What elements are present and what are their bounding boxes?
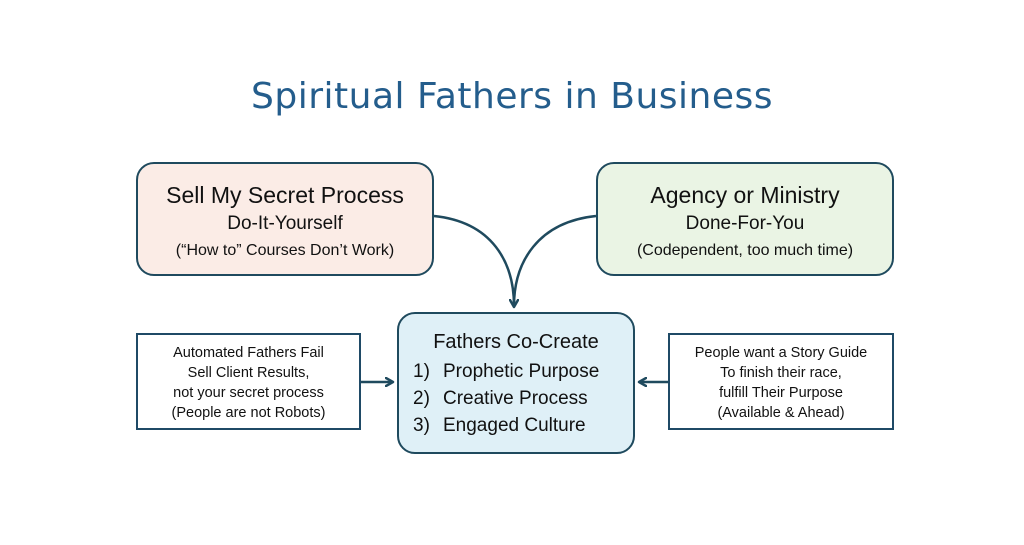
co-create-list: 1) Prophetic Purpose 2) Creative Process 3…: [399, 358, 633, 439]
automated-fathers-line: Automated Fathers Fail: [173, 345, 324, 361]
dfy-box: Agency or Ministry Done-For-You (Codepen…: [596, 162, 894, 276]
list-item-label: Engaged Culture: [443, 415, 586, 436]
list-item-number: 3): [413, 415, 430, 436]
automated-fathers-line: (People are not Robots): [171, 405, 326, 421]
story-guide-line: People want a Story Guide: [694, 345, 868, 361]
list-item: 3) Engaged Culture: [413, 412, 633, 439]
automated-fathers-line: Sell Client Results,: [187, 365, 310, 381]
curved-arrow-from-dfy: [512, 214, 597, 307]
dfy-note: (Codependent, too much time): [636, 242, 854, 259]
dfy-subheading: Done-For-You: [685, 213, 805, 234]
list-item: 2) Creative Process: [413, 385, 633, 412]
story-guide-line: To finish their race,: [720, 365, 842, 381]
automated-fathers-box: Automated Fathers Fail Sell Client Resul…: [136, 333, 361, 430]
automated-fathers-line: not your secret process: [173, 385, 324, 401]
diy-box: Sell My Secret Process Do-It-Yourself (“…: [136, 162, 434, 276]
curved-arrow-from-diy: [433, 214, 514, 306]
diy-note: (“How to” Courses Don’t Work): [175, 242, 395, 259]
diy-subheading: Do-It-Yourself: [227, 213, 343, 234]
story-guide-box: People want a Story Guide To finish thei…: [668, 333, 894, 430]
list-item-label: Prophetic Purpose: [443, 361, 600, 382]
co-create-heading: Fathers Co-Create: [433, 331, 599, 353]
list-item-label: Creative Process: [443, 388, 588, 409]
diagram-title: Spiritual Fathers in Business: [251, 76, 773, 117]
story-guide-line: (Available & Ahead): [717, 405, 845, 421]
list-item-number: 2): [413, 388, 430, 409]
dfy-heading: Agency or Ministry: [650, 182, 840, 208]
list-item: 1) Prophetic Purpose: [413, 358, 633, 385]
story-guide-line: fulfill Their Purpose: [719, 385, 843, 401]
co-create-box: Fathers Co-Create 1) Prophetic Purpose 2)…: [397, 312, 635, 454]
list-item-number: 1): [413, 361, 430, 382]
diy-heading: Sell My Secret Process: [166, 182, 404, 208]
